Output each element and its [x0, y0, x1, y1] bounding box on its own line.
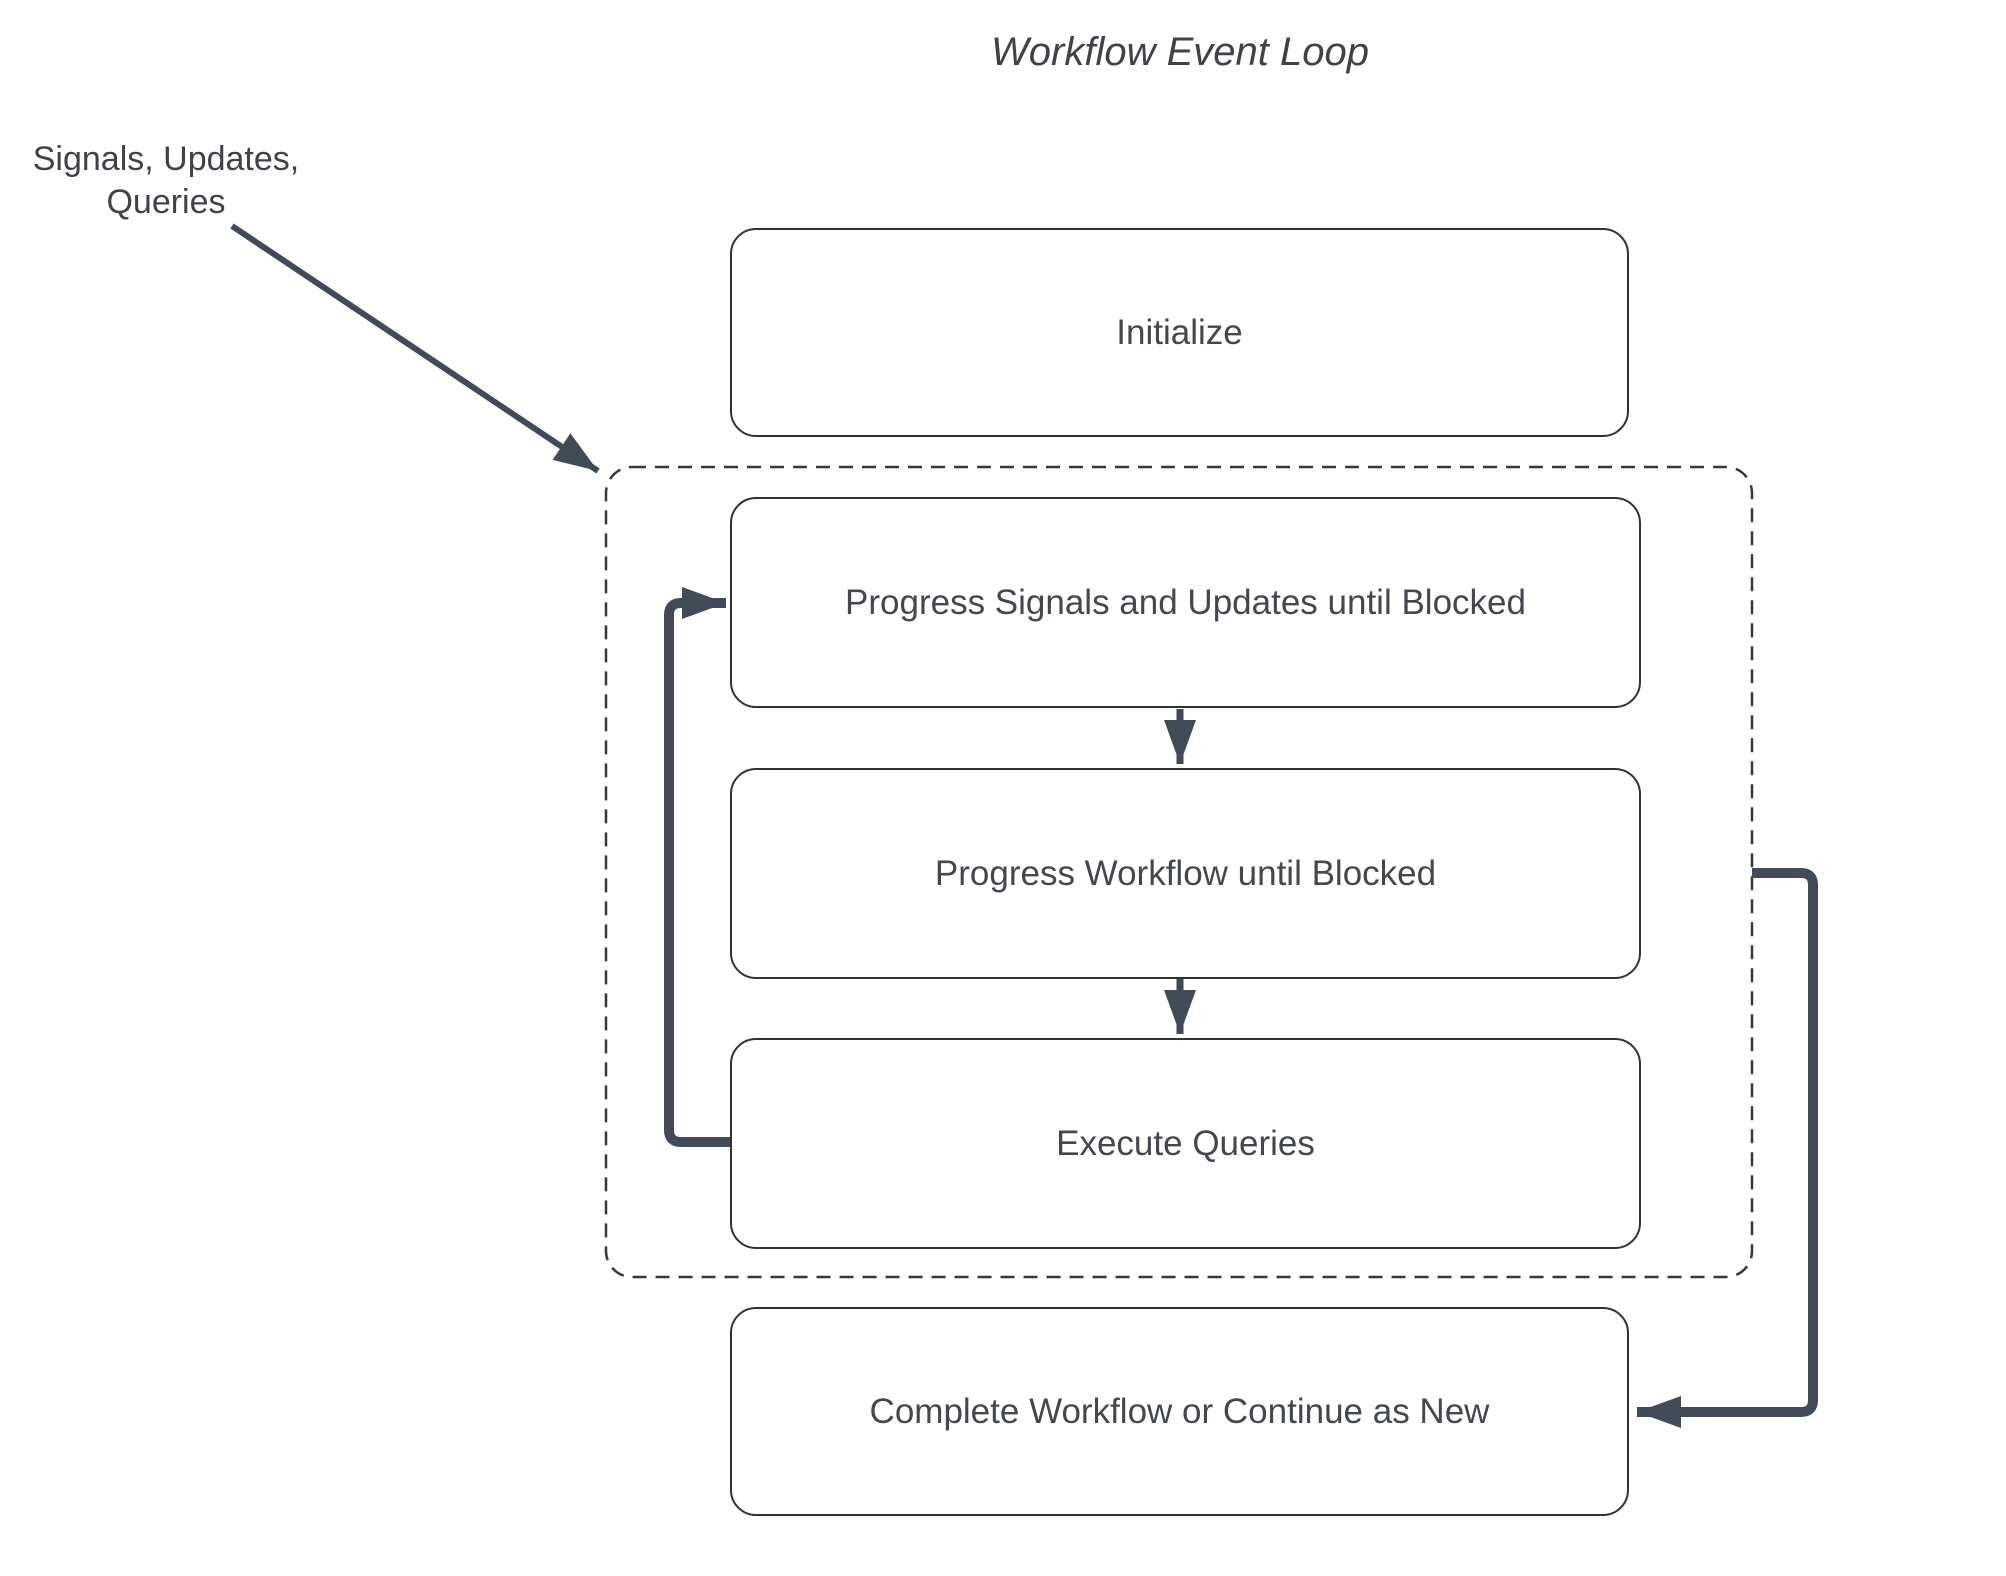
node-initialize-label: Initialize	[1116, 312, 1243, 352]
node-complete-workflow: Complete Workflow or Continue as New	[730, 1307, 1629, 1516]
node-initialize: Initialize	[730, 228, 1629, 437]
node-progress-signals-updates: Progress Signals and Updates until Block…	[730, 497, 1641, 708]
diagram-title: Workflow Event Loop	[991, 30, 1369, 74]
external-inputs-label-line1: Signals, Updates,	[32, 140, 300, 178]
edge-queries-loop-back-arrow	[664, 587, 730, 1147]
node-execute-queries-label: Execute Queries	[1056, 1123, 1315, 1163]
node-execute-queries: Execute Queries	[730, 1038, 1641, 1249]
edge-group-to-complete-arrow	[1637, 868, 1818, 1428]
edge-signals-to-group-arrow	[230, 223, 600, 474]
node-progress-workflow-label: Progress Workflow until Blocked	[934, 853, 1437, 893]
external-inputs-label-line2: Queries	[106, 183, 226, 221]
node-complete-workflow-label: Complete Workflow or Continue as New	[869, 1391, 1490, 1431]
node-progress-signals-updates-label: Progress Signals and Updates until Block…	[845, 582, 1526, 622]
external-inputs-label: Signals, Updates, Queries	[20, 138, 312, 224]
node-progress-workflow: Progress Workflow until Blocked	[730, 768, 1641, 979]
